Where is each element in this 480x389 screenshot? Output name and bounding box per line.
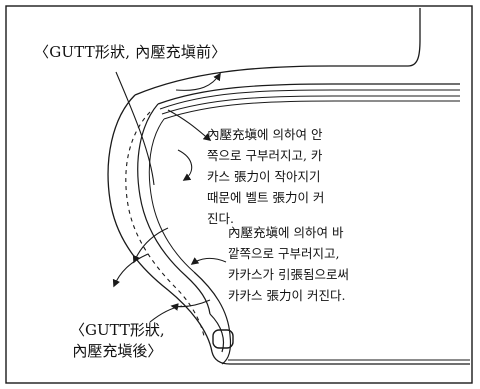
bead-region [193,271,470,365]
label-after-inflation: 〈GUTT形狀, 內壓充塡後〉 [70,321,165,360]
figure-frame [5,5,473,384]
note-inward-bending: 內壓充塡에 의하여 안 쪽으로 구부러지고, 카 카스 張力이 작아지기 때문에… [207,127,325,226]
label-before-inflation: 〈GUTT形狀, 內壓充塡前〉 [34,43,227,61]
sidewall-profile [107,94,213,353]
callout-arrows [112,71,227,323]
carcass-dashed-line [125,111,205,337]
tread-belt-lines [134,8,460,120]
note-outward-bending: 內壓充塡에 의하여 바 깥쪽으로 구부러지고, 카카스가 引張됨으로써 카카스 … [228,225,349,303]
